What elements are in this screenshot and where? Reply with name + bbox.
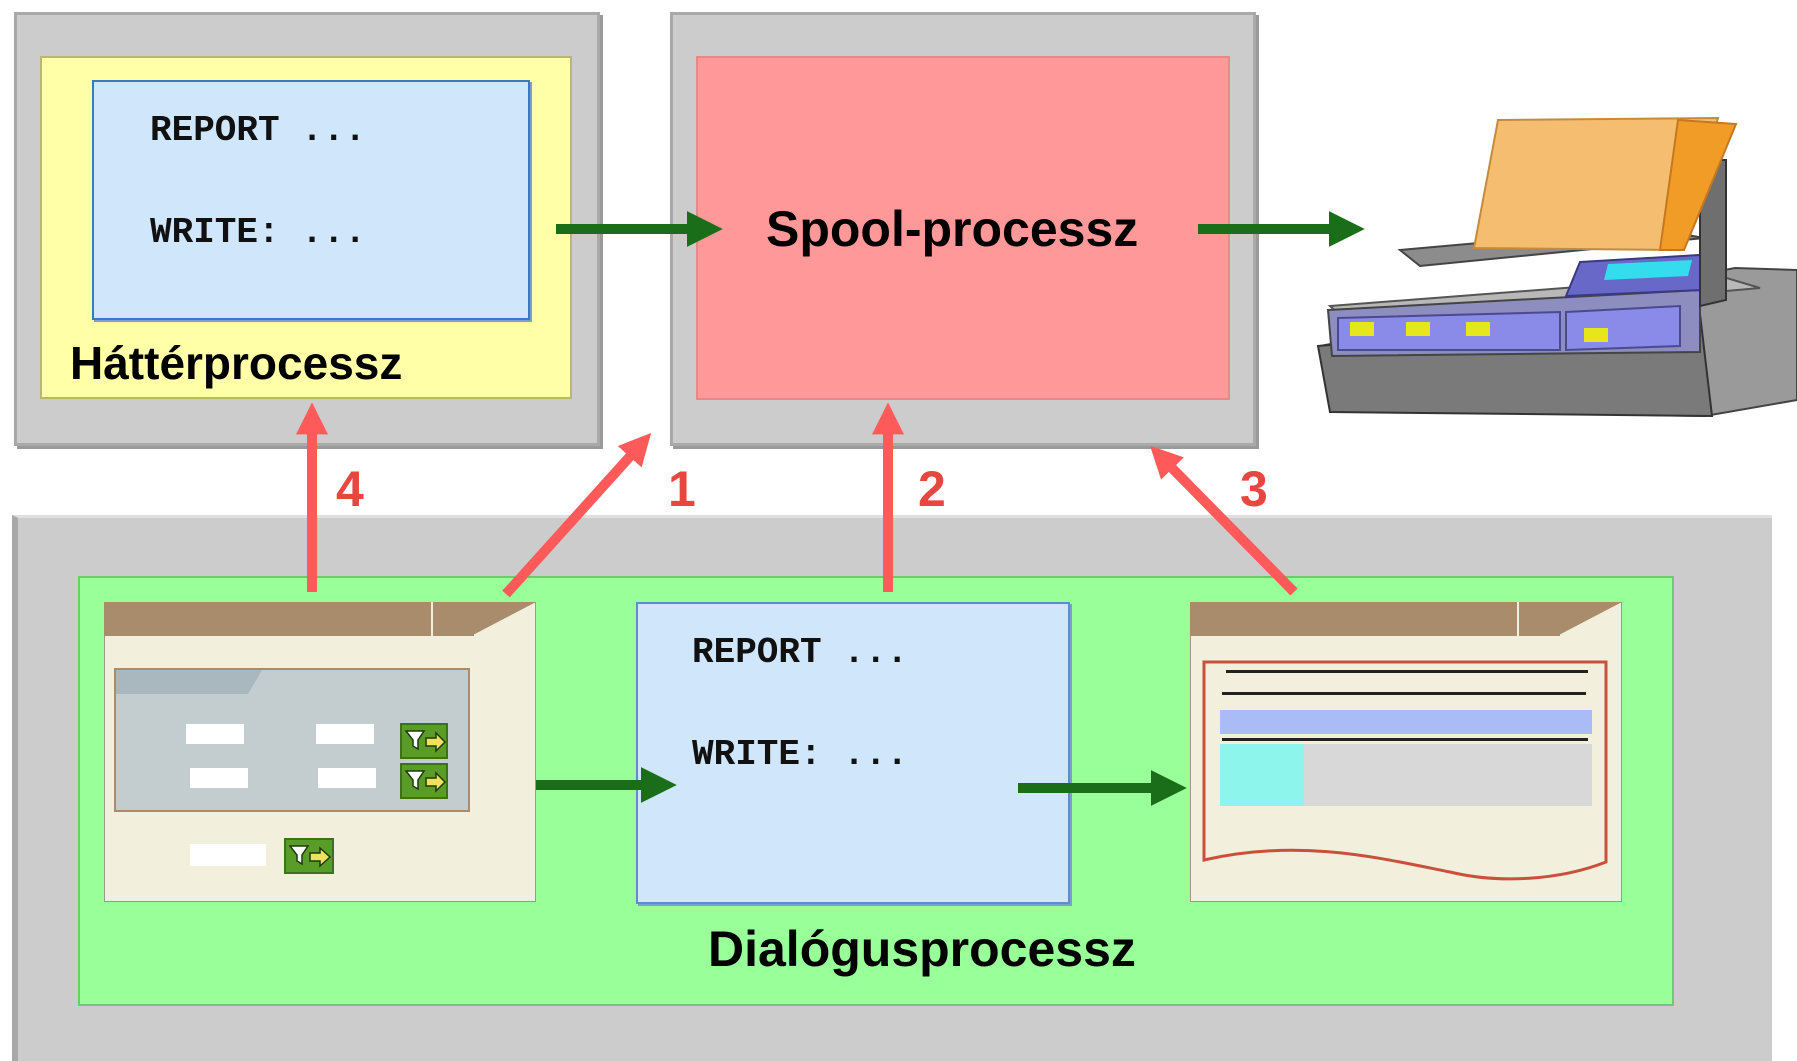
list-highlight-row <box>1220 710 1592 734</box>
background-process-label: Háttérprocessz <box>70 337 403 389</box>
selection-window-titlebar-button <box>431 602 469 636</box>
dialog-process-label: Dialógusprocessz <box>708 921 1136 977</box>
step-arrow-1 <box>502 432 652 598</box>
field-3 <box>190 768 248 788</box>
list-header-line <box>1222 692 1586 695</box>
field-1 <box>186 724 244 744</box>
list-header-line <box>1226 670 1588 673</box>
step-number-4: 4 <box>336 461 364 517</box>
step-number-3: 3 <box>1240 461 1268 517</box>
filter-arrow-icon <box>400 723 448 759</box>
list-window-fold <box>1557 602 1622 636</box>
step-number-2: 2 <box>918 461 946 517</box>
field-2 <box>316 724 374 744</box>
step-arrow-3 <box>1150 445 1298 596</box>
background-code-box <box>92 80 530 320</box>
dialog-code-line-2: WRITE: ... <box>692 734 909 775</box>
list-window-titlebar <box>1190 602 1560 636</box>
dialog-code-box <box>636 602 1070 904</box>
dialog-code-line-1: REPORT ... <box>692 632 909 673</box>
field-4 <box>318 768 376 788</box>
list-window-titlebar-button <box>1517 602 1555 636</box>
filter-arrow-icon <box>288 730 447 868</box>
list-paper-border <box>1202 660 1608 881</box>
list-separator-line <box>1222 738 1588 741</box>
printer-icon <box>1316 116 1797 418</box>
spool-process-label: Spool-processz <box>766 201 1139 257</box>
background-code-line-1: REPORT ... <box>150 110 367 151</box>
selection-window-titlebar <box>104 602 474 636</box>
spool-process-panel <box>696 56 1230 400</box>
selection-window-fold <box>471 602 536 636</box>
list-key-column <box>1220 744 1304 806</box>
selection-frame-tab <box>116 670 262 694</box>
field-5 <box>190 844 266 866</box>
step-number-1: 1 <box>668 461 696 517</box>
background-code-line-2: WRITE: ... <box>150 212 367 253</box>
